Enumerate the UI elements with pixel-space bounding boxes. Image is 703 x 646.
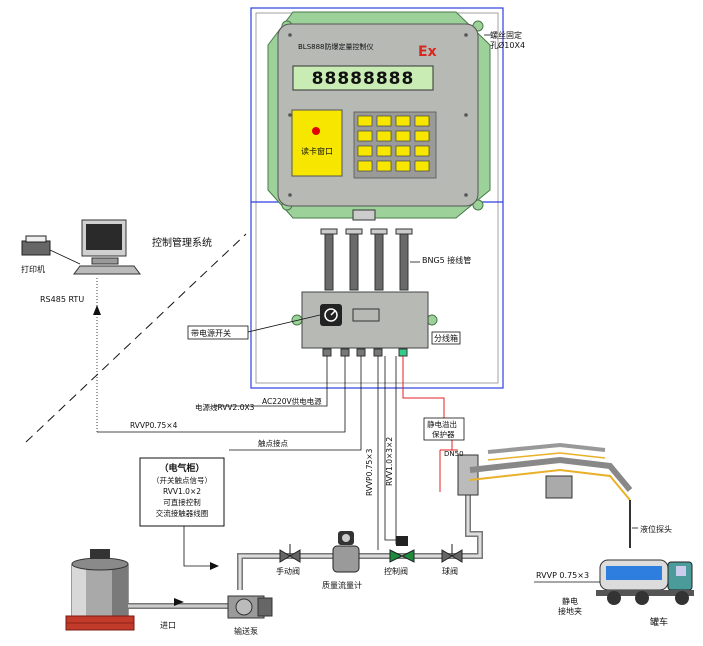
control-valve-label: 控制阀 [384,566,408,576]
keypad-key [395,160,411,172]
network-link [25,233,247,443]
manual-valve [279,544,301,563]
storage-tank [65,549,135,631]
mount-note-size: 孔Ø10X4 [490,40,525,50]
keypad-key [376,130,392,142]
power-switch-label: 带电源开关 [191,328,231,338]
rvvp-truck-label: RVVP 0.75×3 [536,571,589,580]
printer [21,235,51,256]
keypad-key [395,115,411,127]
truck-label: 罐车 [650,616,668,628]
cabinet-title: （电气柜） [159,462,204,474]
junction-box-label: 分线箱 [434,333,458,343]
static-protector-label-2: 保护器 [432,429,455,439]
mount-note: 螺丝固定 [490,30,522,40]
rvvp3-label: RVVP0.75×3 [365,448,374,496]
ex-mark: Ex [418,44,437,60]
keypad-key [376,160,392,172]
hose-label: BNG5 接线管 [422,255,471,265]
static-ground-cable [402,356,445,420]
digit-display [292,65,434,91]
flowmeter [332,531,360,573]
mounting-frame [250,7,504,389]
dn50-label: DN50 [444,450,464,458]
controller-unit: BLS888防爆定量控制仪 Ex 88888888 读卡窗口 [267,11,491,219]
static-protector [423,417,465,441]
pump-label: 输送泵 [234,626,258,636]
keypad-key [414,160,430,172]
loading-arm [457,442,633,548]
ac-power-label: AC220V供电电源 [262,396,322,406]
keypad-key [376,115,392,127]
keypad-key [414,145,430,157]
junction-box [291,291,438,357]
keypad-key [357,145,373,157]
panel-bolts [288,33,468,197]
card-window-label: 读卡窗口 [301,146,333,156]
keypad-key [395,145,411,157]
control-system-label: 控制管理系统 [152,236,212,249]
cabinet-line1: （开关触点信号） [152,475,212,485]
keypad-key [357,130,373,142]
cabinet-line2: RVV1.0×2 [163,487,201,496]
static-clip-label-2: 接地夹 [558,606,582,616]
manual-valve-label: 手动阀 [276,566,300,576]
level-probe-label: 液位探头 [640,524,672,534]
display-digits: 88888888 [312,69,415,89]
computer [73,219,141,275]
ball-valve-label: 球阀 [442,566,458,576]
flowmeter-label: 质量流量计 [322,580,362,590]
tanker-truck [596,559,694,605]
power-cable-label: 电源线RVV2.0X3 [195,402,255,412]
status-led [312,127,320,135]
controller-title: BLS888防爆定量控制仪 [298,42,374,51]
rvv3x2-label: RVV1.0×3×2 [385,437,394,486]
static-clip-label: 静电 [562,596,578,606]
cabinet-line3: 可直接控制 [163,497,201,507]
rvvp4-label: RVVP0.75×4 [130,421,178,430]
contact-label: 触点接点 [258,438,288,448]
electrical-cabinet [139,457,225,527]
keypad-key [414,115,430,127]
card-reader-window [291,109,343,177]
conduit-hoses [320,228,413,291]
cabinet-line4: 交流接触器线圈 [156,508,209,518]
static-protector-label: 静电溢出 [427,419,457,429]
keypad-key [376,145,392,157]
rs485-label: RS485 RTU [40,295,84,304]
keypad-key [357,160,373,172]
keypad-key [414,130,430,142]
control-valve [389,536,415,563]
controller-gland [352,209,376,221]
printer-label: 打印机 [21,264,45,274]
keypad-key [395,130,411,142]
pump [227,595,273,619]
keypad-key [357,115,373,127]
inlet-label: 进口 [160,621,176,630]
ball-valve [441,544,463,563]
mount-lug [472,199,484,211]
keypad [353,111,437,179]
